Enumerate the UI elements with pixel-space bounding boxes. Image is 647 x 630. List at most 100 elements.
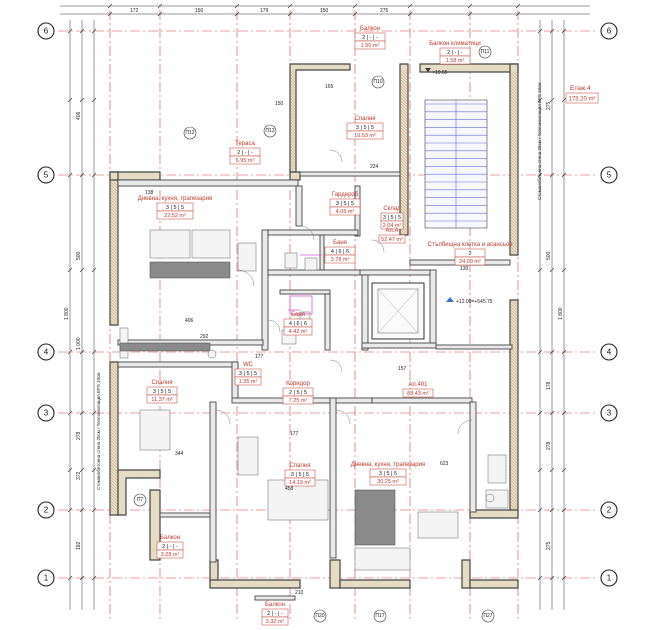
- svg-text:5: 5: [44, 171, 49, 180]
- room-code: 2 | - | -: [362, 35, 378, 41]
- room-code: 3 | 5 | 5: [356, 125, 374, 131]
- room-code: 3 | 5 | 5: [336, 201, 354, 207]
- room-area: 1.50 m²: [361, 43, 380, 49]
- marker-p7: П7: [137, 497, 144, 503]
- axis-bubble-4-right: 4: [600, 343, 618, 361]
- side-notes: Стоманобетонна стена 25см / Топлоизолаци…: [96, 82, 542, 490]
- room-bedroom-north: Спалня 3 | 5 | 5 10.53 m²: [346, 116, 384, 140]
- dim-inner: 150: [275, 101, 284, 107]
- marker-p27: П27: [483, 613, 492, 619]
- room-name: WC: [243, 362, 254, 368]
- room-area: 7.25 m²: [289, 398, 308, 404]
- room-area: 2.04 m²: [383, 223, 402, 229]
- room-apt-a: Ап.А52.47 m²: [378, 228, 406, 244]
- room-area: 3.32 m²: [266, 619, 285, 625]
- marker-p10: П10: [373, 79, 382, 85]
- room-name: Балкон климатици: [429, 41, 481, 47]
- furniture: [119, 229, 509, 571]
- axis-bubble-1-left: 1: [37, 569, 55, 587]
- room-area: 4.42 m²: [289, 329, 308, 335]
- dim-inner: 177: [290, 431, 299, 437]
- dim-inner: 224: [370, 164, 379, 170]
- room-name: Ап.А: [386, 228, 399, 234]
- svg-text:4: 4: [607, 348, 612, 357]
- svg-text:1: 1: [607, 574, 612, 583]
- room-code: 3 | 5 | 5: [379, 471, 397, 477]
- axis-bubble-1-right: 1: [600, 569, 618, 587]
- dim-right: 278: [546, 441, 552, 450]
- room-area: 10.53 m²: [354, 133, 376, 139]
- dim-top: 179: [260, 8, 269, 14]
- marker-p17: П17: [375, 613, 384, 619]
- marker-p13: П13: [265, 128, 274, 134]
- level-mid: +12.00=+545.75: [456, 299, 493, 305]
- room-area: 6.95 m²: [236, 158, 255, 164]
- axis-bubble-2-left: 2: [37, 501, 55, 519]
- room-wc: WC3 | 5 | 51.35 m²: [234, 362, 262, 386]
- room-code: 3 | 5 | 5: [166, 205, 184, 211]
- axis-bubble-5-left: 5: [37, 166, 55, 184]
- axis-bubble-4-left: 4: [37, 343, 55, 361]
- marker-p12: П12: [185, 130, 194, 136]
- room-wardrobe: Гардероб 3 | 5 | 5 4.05 m²: [329, 192, 361, 216]
- staircase: [424, 99, 488, 229]
- dim-right: 500: [546, 251, 552, 260]
- room-labels: Балкон 2 | - | - 1.50 m² Балкон климатици 2 …: [138, 26, 513, 626]
- exterior-walls: [109, 63, 519, 589]
- svg-text:4: 4: [44, 348, 49, 357]
- elevator-shaft: [371, 282, 425, 340]
- room-code: 3 | 5 | 5: [153, 389, 171, 395]
- room-name: Балкон: [265, 602, 285, 608]
- svg-text:5: 5: [607, 171, 612, 180]
- dim-inner: 458: [285, 486, 294, 492]
- svg-text:6: 6: [44, 27, 49, 36]
- room-name: Спалня: [355, 116, 376, 122]
- dim-left-total: 1 800: [64, 307, 70, 320]
- dim-left: 192: [76, 541, 82, 550]
- dim-inner: 130: [460, 266, 469, 272]
- room-area: 11.37 m²: [151, 397, 172, 403]
- room-name: Стълбищна клетка и асансьор: [427, 242, 513, 248]
- level-top: +10.65: [432, 70, 448, 76]
- dimension-chains: [60, 3, 590, 610]
- room-area: 4.05 m²: [336, 209, 355, 215]
- svg-text:3: 3: [607, 409, 612, 418]
- floor-area: 173.20 m²: [568, 97, 595, 103]
- side-note-right: Стоманобетонна стена 25см / Топлоизолаци…: [537, 82, 542, 200]
- room-code: 4 | 6 | 6: [289, 321, 307, 327]
- dim-top: 150: [195, 8, 204, 14]
- room-code: 2 | - | -: [237, 150, 253, 156]
- dim-left: 278: [76, 431, 82, 440]
- room-name: Склад: [383, 206, 401, 212]
- room-name: Дневна, кухня, трапезария: [138, 196, 212, 202]
- room-name: Гардероб: [332, 192, 359, 198]
- svg-text:6: 6: [607, 27, 612, 36]
- room-area: 3.28 m²: [161, 552, 180, 558]
- dim-inner: 157: [398, 366, 407, 372]
- dim-inner: 292: [200, 334, 209, 340]
- room-name: Дневна, кухня, трапезария: [351, 462, 425, 468]
- room-name: Баня: [333, 240, 347, 246]
- axis-bubble-6-left: 6: [37, 22, 55, 40]
- room-name: Спалня: [290, 463, 311, 469]
- installation-lines: [288, 254, 322, 315]
- dim-left: 372: [76, 471, 82, 480]
- side-note-left: Стоманобетонна стена 25см / Топлоизолаци…: [96, 372, 101, 490]
- room-area: 88.43 m²: [407, 391, 429, 397]
- room-name: Балкон: [160, 535, 180, 541]
- room-area: 14.19 m²: [289, 480, 311, 486]
- room-area: 1.35 m²: [239, 379, 258, 385]
- floor-label: Етаж 4: [570, 85, 591, 92]
